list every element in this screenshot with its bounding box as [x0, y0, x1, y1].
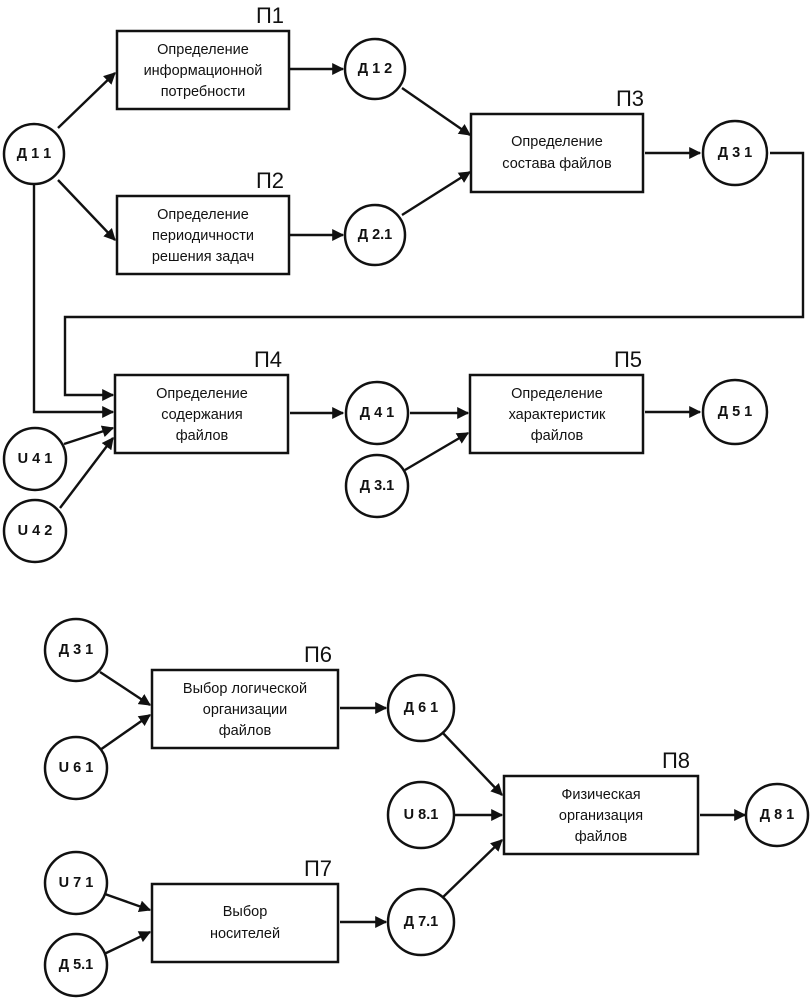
node-label: Д 7.1	[404, 914, 439, 930]
process-id: П3	[616, 86, 644, 111]
edge-d12-p3	[401, 87, 471, 136]
data-node: Д 3 1	[43, 617, 109, 683]
node-label: Д 3.1	[360, 478, 395, 494]
process-p5: П5 Определение характеристик файлов	[468, 347, 645, 455]
data-node: Д 7.1	[386, 887, 456, 957]
process-text-line: Определение	[157, 42, 249, 58]
edge-d31b-p5	[404, 431, 470, 472]
process-text-line: файлов	[176, 428, 229, 444]
process-text-line: Выбор	[223, 904, 268, 920]
node-label: Д 3 1	[59, 642, 94, 658]
process-text-line: Определение	[511, 386, 603, 402]
edges	[32, 63, 805, 957]
node-label: Д 2.1	[358, 227, 393, 243]
data-node: Д 1 2	[343, 37, 407, 101]
data-node: Д 5.1	[43, 932, 109, 998]
edge-d61-p8	[439, 729, 503, 796]
edge-d11-p4	[32, 182, 115, 418]
edge-d31-p4	[63, 151, 805, 401]
process-text-line: состава файлов	[502, 156, 612, 172]
process-p1: П1 Определение информационной потребност…	[115, 3, 291, 111]
edge-u42-p4	[59, 437, 114, 509]
process-text-line: содержания	[161, 407, 242, 423]
process-text-line: файлов	[531, 428, 584, 444]
edge-u71-p7	[101, 891, 152, 913]
process-text-line: потребности	[161, 84, 246, 100]
edge-d31c-p6	[99, 670, 152, 707]
process-p6: П6 Выбор логической организации файлов	[150, 642, 340, 750]
process-text-line: организации	[203, 702, 288, 718]
data-node: U 8.1	[386, 780, 456, 850]
process-id: П2	[256, 168, 284, 193]
process-id: П8	[662, 748, 690, 773]
node-label: Д 5.1	[59, 957, 94, 973]
node-label: Д 1 1	[17, 146, 52, 162]
edge-d11-p1	[57, 72, 116, 129]
process-text-line: Физическая	[561, 787, 640, 803]
process-text-line: организация	[559, 808, 643, 824]
data-node: Д 4 1	[344, 380, 410, 446]
edge-u41-p4	[63, 425, 115, 446]
data-node: U 4 2	[2, 498, 68, 564]
process-text-line: Выбор логической	[183, 681, 307, 697]
node-label: Д 8 1	[760, 807, 795, 823]
process-id: П6	[304, 642, 332, 667]
node-label: U 7 1	[59, 875, 94, 891]
node-label: Д 6 1	[404, 700, 439, 716]
data-node: U 7 1	[43, 850, 109, 916]
process-id: П5	[614, 347, 642, 372]
data-node: Д 2.1	[343, 203, 407, 267]
node-label: Д 3 1	[718, 145, 753, 161]
edge-d51b-p7	[101, 930, 152, 957]
data-node: Д 8 1	[744, 782, 810, 848]
data-node: U 4 1	[2, 426, 68, 492]
process-text-line: характеристик	[509, 407, 606, 423]
process-text-line: Определение	[511, 134, 603, 150]
process-text-line: Определение	[156, 386, 248, 402]
data-node: Д 5 1	[701, 378, 769, 446]
process-id: П1	[256, 3, 284, 28]
node-label: Д 4 1	[360, 405, 395, 421]
node-label: Д 1 2	[358, 61, 393, 77]
edge-d21-p3	[401, 170, 472, 217]
node-label: Д 5 1	[718, 404, 753, 420]
process-text-line: периодичности	[152, 228, 254, 244]
edge-u61-p6	[99, 714, 151, 751]
node-label: U 4 2	[18, 523, 53, 539]
process-text-line: файлов	[575, 829, 628, 845]
process-text-line: Определение	[157, 207, 249, 223]
process-p7: П7 Выбор носителей	[150, 856, 340, 964]
data-node: Д 3.1	[344, 453, 410, 519]
edge-d11-p2	[57, 179, 116, 241]
process-text-line: носителей	[210, 926, 280, 942]
process-text-line: информационной	[144, 63, 263, 79]
process-p3: П3 Определение состава файлов	[469, 86, 645, 194]
process-id: П7	[304, 856, 332, 881]
process-p2: П2 Определение периодичности решения зад…	[115, 168, 291, 276]
node-label: U 6 1	[59, 760, 94, 776]
data-node: Д 6 1	[386, 673, 456, 743]
process-text-line: файлов	[219, 723, 272, 739]
process-p4: П4 Определение содержания файлов	[113, 347, 290, 455]
node-label: U 8.1	[404, 807, 439, 823]
process-id: П4	[254, 347, 282, 372]
data-node: Д 1 1	[2, 122, 66, 186]
node-label: U 4 1	[18, 451, 53, 467]
process-p8: П8 Физическая организация файлов	[502, 748, 700, 856]
process-text-line: решения задач	[152, 249, 254, 265]
edge-d71-p8	[439, 839, 503, 901]
data-node: Д 3 1	[701, 119, 769, 187]
data-node: U 6 1	[43, 735, 109, 801]
